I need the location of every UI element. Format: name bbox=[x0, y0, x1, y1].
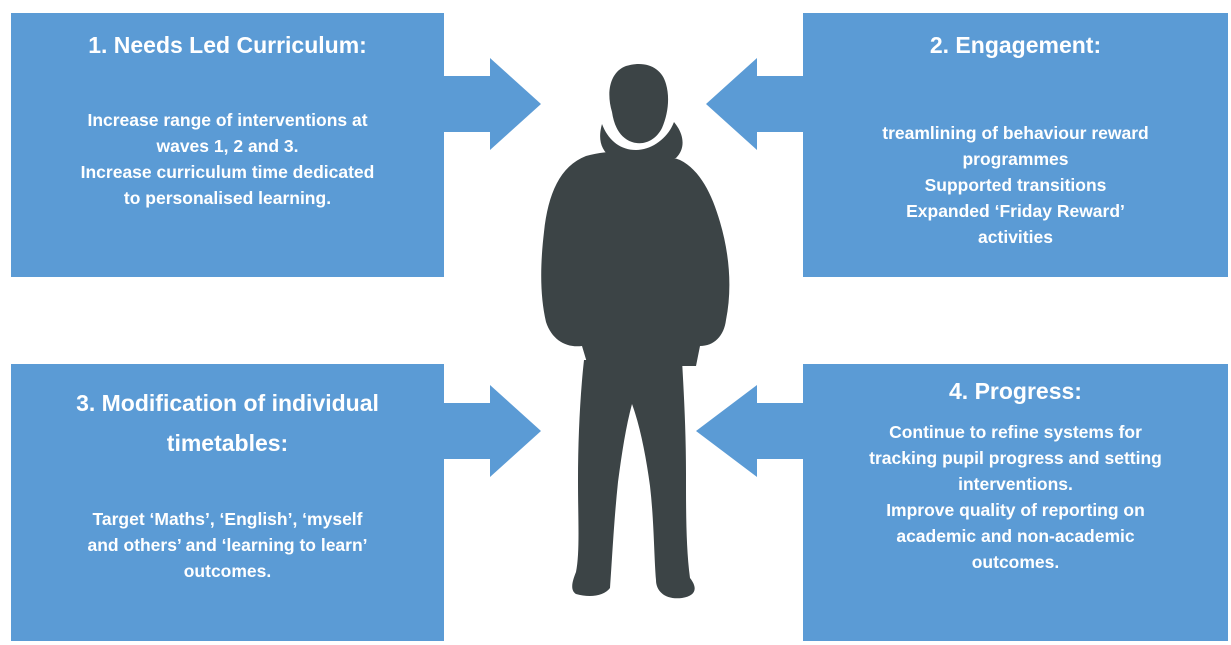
box-title: 3. Modification of individual timetables… bbox=[11, 383, 444, 463]
box-line: Expanded ‘Friday Reward’ bbox=[906, 201, 1125, 221]
box-line: academic and non-academic bbox=[896, 526, 1135, 546]
box-body: Target ‘Maths’, ‘English’, ‘myself and o… bbox=[11, 506, 444, 584]
box-line: programmes bbox=[962, 149, 1069, 169]
arrow-right-top-icon bbox=[444, 58, 541, 150]
needs-led-curriculum-box: 1. Needs Led Curriculum: Increase range … bbox=[11, 13, 444, 277]
box-line: and others’ and ‘learning to learn’ bbox=[87, 535, 368, 555]
box-title: 1. Needs Led Curriculum: bbox=[88, 32, 367, 58]
box-line: waves 1, 2 and 3. bbox=[156, 136, 299, 156]
box-line: Improve quality of reporting on bbox=[886, 500, 1145, 520]
box-line: treamlining of behaviour reward bbox=[882, 123, 1149, 143]
box-line: Increase curriculum time dedicated bbox=[80, 162, 375, 182]
box-line: to personalised learning. bbox=[123, 188, 332, 208]
box-title: 4. Progress: bbox=[949, 378, 1082, 404]
progress-box: 4. Progress: Continue to refine systems … bbox=[803, 364, 1228, 641]
arrow-left-top-icon bbox=[706, 58, 803, 150]
box-line: Increase range of interventions at bbox=[87, 110, 368, 130]
box-line: Target ‘Maths’, ‘English’, ‘myself bbox=[92, 509, 363, 529]
box-body: Increase range of interventions at waves… bbox=[11, 107, 444, 211]
box-body: Continue to refine systems for tracking … bbox=[803, 419, 1228, 575]
box-body: treamlining of behaviour reward programm… bbox=[803, 120, 1228, 250]
modification-box: 3. Modification of individual timetables… bbox=[11, 364, 444, 641]
box-line: activities bbox=[978, 227, 1053, 247]
box-line: outcomes. bbox=[183, 561, 272, 581]
arrow-right-bottom-icon bbox=[444, 385, 541, 477]
box-title-line: timetables: bbox=[166, 430, 289, 456]
box-line: Supported transitions bbox=[924, 175, 1107, 195]
arrow-left-bottom-icon bbox=[696, 385, 803, 477]
box-line: outcomes. bbox=[971, 552, 1060, 572]
engagement-box: 2. Engagement: treamlining of behaviour … bbox=[803, 13, 1228, 277]
box-line: tracking pupil progress and setting bbox=[869, 448, 1162, 468]
box-title-line: 3. Modification of individual bbox=[76, 390, 379, 416]
box-title: 2. Engagement: bbox=[929, 32, 1102, 58]
box-line: Continue to refine systems for bbox=[889, 422, 1142, 442]
box-line: interventions. bbox=[958, 474, 1073, 494]
